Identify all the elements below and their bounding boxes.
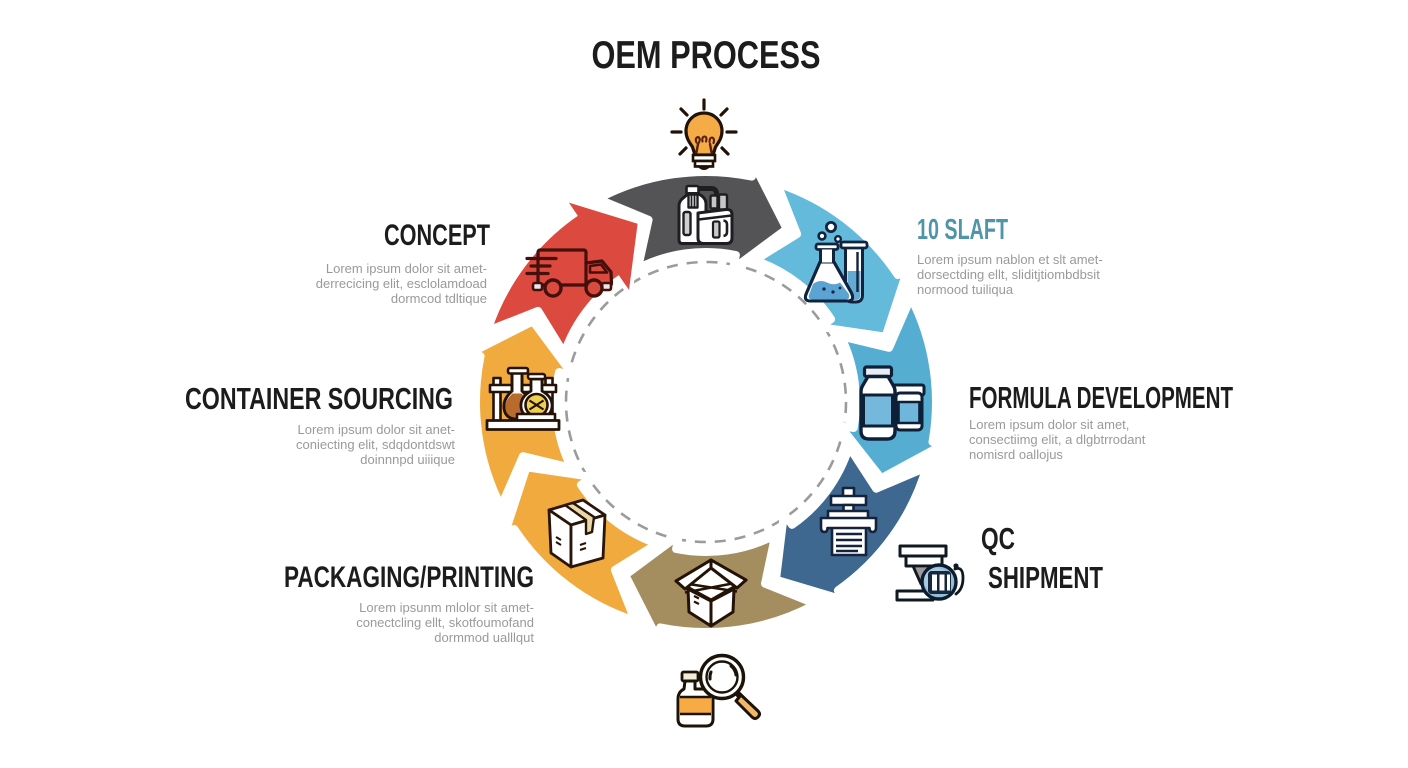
svg-text:CONCEPT: CONCEPT <box>384 219 490 252</box>
svg-text:Lorem ipsum nablon et slt amet: Lorem ipsum nablon et slt amet- <box>917 252 1103 267</box>
svg-text:dormmod ualllqut: dormmod ualllqut <box>434 630 534 645</box>
svg-text:doinnnpd uiiique: doinnnpd uiiique <box>360 452 455 467</box>
svg-text:QC: QC <box>981 521 1015 556</box>
svg-text:Lorem ipsum dolor sit anet-: Lorem ipsum dolor sit anet- <box>297 422 455 437</box>
svg-text:OEM PROCESS: OEM PROCESS <box>592 34 821 77</box>
svg-text:coniecting elit, sdqdontdswt: coniecting elit, sdqdontdswt <box>296 437 455 452</box>
svg-text:Lorem ipsum dolor sit amet,: Lorem ipsum dolor sit amet, <box>969 417 1129 432</box>
svg-text:dorsectding ellt, sliditjtiomb: dorsectding ellt, sliditjtiombdbsit <box>917 267 1100 282</box>
svg-text:Lorem ipsum dolor sit amet-: Lorem ipsum dolor sit amet- <box>326 261 487 276</box>
svg-text:Lorem ipsunm mlolor sit amet-: Lorem ipsunm mlolor sit amet- <box>359 600 534 615</box>
svg-text:consectiimg elit, a dlgbtrroda: consectiimg elit, a dlgbtrrodant <box>969 432 1146 447</box>
svg-text:SHIPMENT: SHIPMENT <box>988 560 1103 595</box>
svg-text:FORMULA DEVELOPMENT: FORMULA DEVELOPMENT <box>969 380 1233 415</box>
svg-text:nomisrd oallojus: nomisrd oallojus <box>969 447 1063 462</box>
svg-text:PACKAGING/PRINTING: PACKAGING/PRINTING <box>284 561 534 594</box>
svg-text:derrecicing elit, esclolamdoad: derrecicing elit, esclolamdoad <box>316 276 487 291</box>
svg-text:conectcling ellt, skotfoumofan: conectcling ellt, skotfoumofand <box>356 615 534 630</box>
svg-text:normood tuiliqua: normood tuiliqua <box>917 282 1014 297</box>
svg-text:dormcod tdltique: dormcod tdltique <box>391 291 487 306</box>
svg-text:CONTAINER SOURCING: CONTAINER SOURCING <box>185 381 453 416</box>
svg-text:10 SLAFT: 10 SLAFT <box>917 214 1008 246</box>
